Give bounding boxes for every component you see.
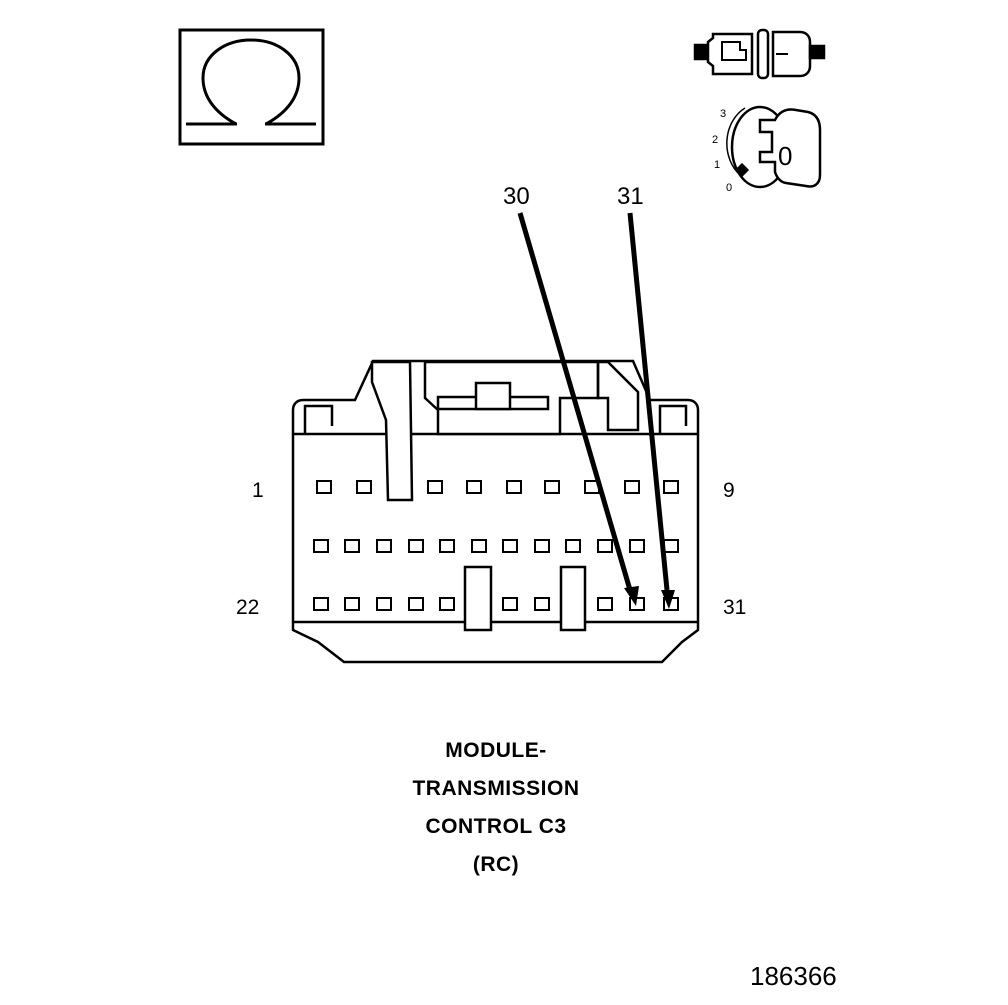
ignition-indicator-dot — [734, 162, 750, 178]
cavity-row-2 — [313, 539, 679, 553]
cavity-24 — [376, 597, 392, 611]
cavity-row-1 — [316, 480, 679, 494]
callout-30-label: 30 — [503, 183, 530, 210]
battery-connector-icon — [693, 28, 826, 80]
cavity-23 — [344, 597, 360, 611]
ignition-key-position-label: 0 — [778, 141, 792, 171]
caption-line-2: TRANSMISSION — [412, 777, 579, 800]
cavity-25 — [408, 597, 424, 611]
cavity-17 — [534, 539, 550, 553]
cavity-22 — [313, 597, 329, 611]
connector-lock-tab-left — [370, 360, 414, 502]
connector-keyway-key — [474, 381, 512, 411]
connector-left-latch — [303, 404, 334, 434]
cavity-5 — [506, 480, 522, 494]
callout-31-label: 31 — [617, 183, 644, 210]
cavity-6 — [544, 480, 560, 494]
pin-label-22: 22 — [236, 596, 259, 619]
cavity-11 — [344, 539, 360, 553]
ohm-glyph — [201, 38, 301, 126]
cavity-15 — [471, 539, 487, 553]
cavity-26 — [439, 597, 455, 611]
ignition-position-1: 1 — [714, 159, 720, 171]
pin-label-9: 9 — [723, 479, 735, 502]
callout-31: 31 — [617, 183, 675, 609]
ignition-key-arc — [726, 107, 746, 176]
callout-31-arrow-line — [627, 212, 670, 591]
cavity-4 — [466, 480, 482, 494]
cavity-27 — [502, 597, 518, 611]
cavity-9 — [663, 480, 679, 494]
cavity-2 — [356, 480, 372, 494]
ohm-symbol — [178, 28, 325, 146]
pin-label-1: 1 — [252, 479, 264, 502]
ignition-switch-icon: 3 2 1 0 0 — [712, 105, 822, 194]
caption-line-1: MODULE- — [445, 739, 547, 762]
ignition-position-2: 2 — [712, 134, 718, 146]
cavity-13 — [408, 539, 424, 553]
connector-right-latch — [658, 404, 688, 434]
cavity-19 — [597, 539, 613, 553]
cavity-3 — [427, 480, 443, 494]
cavity-20 — [629, 539, 645, 553]
cavity-28 — [534, 597, 550, 611]
cavity-10 — [313, 539, 329, 553]
figure-number: 186366 — [750, 961, 837, 991]
cavity-14 — [439, 539, 455, 553]
connector-post-left — [463, 565, 493, 632]
cavity-1 — [316, 480, 332, 494]
callout-30-arrowhead — [624, 586, 639, 606]
caption-line-3: CONTROL C3 — [425, 815, 566, 838]
ignition-position-0: 0 — [726, 182, 732, 194]
ignition-position-3: 3 — [720, 108, 726, 120]
pin-label-31: 31 — [723, 596, 746, 619]
callout-30-arrow-line — [517, 212, 633, 591]
caption-line-4: (RC) — [473, 853, 519, 876]
ignition-key — [758, 108, 822, 188]
ohm-box — [178, 28, 325, 146]
cavity-18 — [565, 539, 581, 553]
callout-31-arrowhead — [661, 590, 675, 609]
cavity-21 — [663, 539, 679, 553]
connector-c3 — [291, 359, 700, 664]
cavity-12 — [376, 539, 392, 553]
callout-30: 30 — [503, 183, 639, 606]
cavity-16 — [502, 539, 518, 553]
cavity-8 — [624, 480, 640, 494]
connector-post-right — [559, 565, 587, 632]
connector-caption: MODULE- TRANSMISSION CONTROL C3 (RC) — [412, 739, 579, 876]
connector-lock-tab-right — [596, 360, 640, 432]
cavity-29 — [597, 597, 613, 611]
